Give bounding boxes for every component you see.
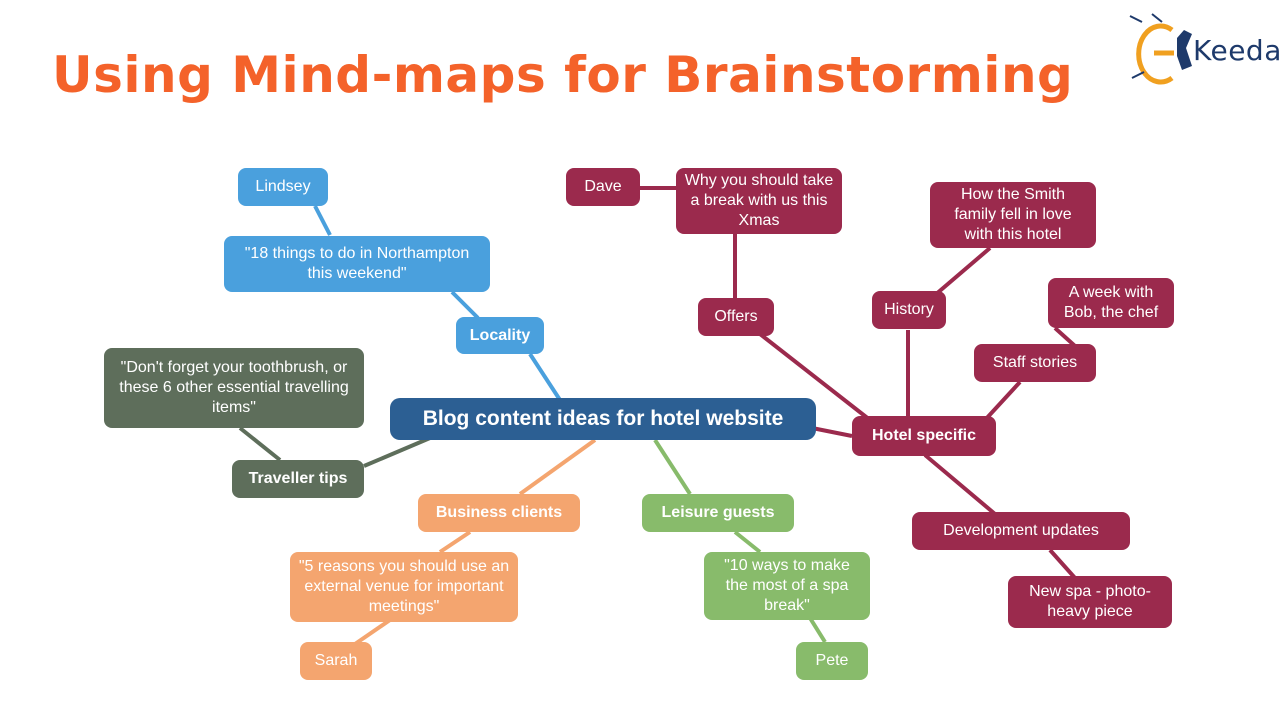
logo-text: Keeda	[1193, 34, 1280, 67]
node-development: Development updates	[912, 512, 1130, 550]
node-lindsey: Lindsey	[238, 168, 328, 206]
link-pete	[808, 616, 827, 644]
node-pete: Pete	[796, 642, 868, 680]
node-locality-idea: "18 things to do in Northampton this wee…	[224, 236, 490, 292]
node-offers: Offers	[698, 298, 774, 336]
link-staff-idea	[1053, 326, 1077, 348]
link-lindsey	[313, 205, 332, 236]
link-traveller-center	[363, 436, 431, 468]
link-locality-idea	[450, 290, 480, 320]
node-sarah: Sarah	[300, 642, 372, 680]
link-development-hotel	[923, 453, 997, 516]
node-development-idea: New spa - photo-heavy piece	[1008, 576, 1172, 628]
link-staff-hotel	[983, 380, 1022, 422]
node-business-idea: "5 reasons you should use an external ve…	[290, 552, 518, 622]
link-business-center	[518, 438, 597, 496]
link-traveller-idea	[238, 426, 282, 462]
node-staff: Staff stories	[974, 344, 1096, 382]
link-sarah	[353, 618, 392, 646]
node-staff-idea: A week with Bob, the chef	[1048, 278, 1174, 328]
node-locality: Locality	[456, 317, 544, 354]
node-history: History	[872, 291, 946, 329]
node-traveller: Traveller tips	[232, 460, 364, 498]
node-leisure: Leisure guests	[642, 494, 794, 532]
node-hotel: Hotel specific	[852, 416, 996, 456]
node-business: Business clients	[418, 494, 580, 532]
node-leisure-idea: "10 ways to make the most of a spa break…	[704, 552, 870, 620]
node-dave: Dave	[566, 168, 640, 206]
link-offers-hotel	[758, 332, 872, 422]
link-history-idea	[933, 246, 992, 297]
link-development-idea	[1048, 548, 1077, 580]
page-title: Using Mind-maps for Brainstorming	[52, 46, 1074, 104]
ekeeda-logo-icon	[1129, 13, 1192, 85]
link-hotel-center	[811, 426, 853, 438]
node-offers-idea: Why you should take a break with us this…	[676, 168, 842, 234]
link-business-idea	[438, 530, 472, 554]
link-locality-center	[528, 352, 562, 402]
link-leisure-idea	[733, 530, 762, 554]
node-history-idea: How the Smith family fell in love with t…	[930, 182, 1096, 248]
link-leisure-center	[653, 438, 692, 496]
node-center: Blog content ideas for hotel website	[390, 398, 816, 440]
node-traveller-idea: "Don't forget your toothbrush, or these …	[104, 348, 364, 428]
